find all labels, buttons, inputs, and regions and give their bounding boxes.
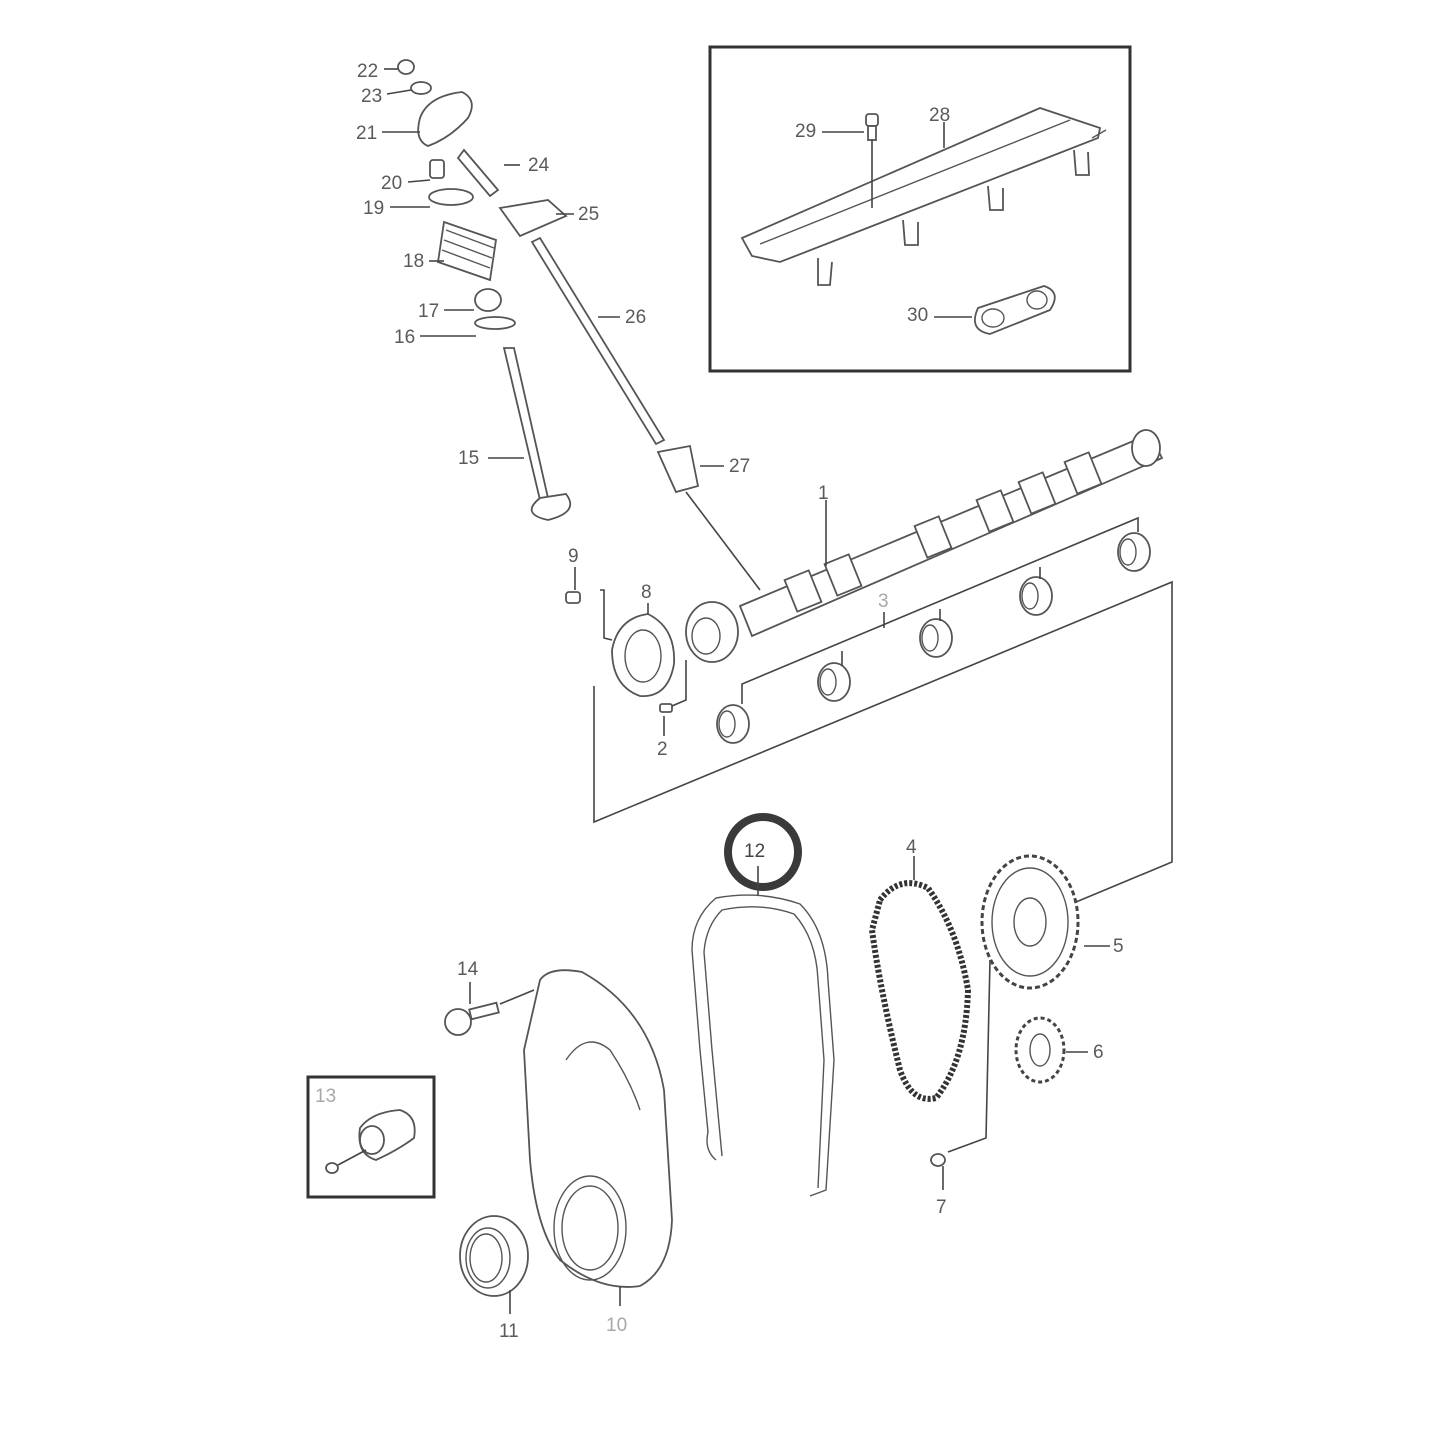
callout-29: 29	[795, 121, 817, 142]
highlighted-seal-ring	[724, 813, 802, 891]
callout-18: 18	[403, 251, 425, 272]
rocker-assembly-drawing	[397, 59, 761, 591]
callout-20: 20	[381, 173, 403, 194]
callout-7: 7	[936, 1197, 947, 1218]
callout-13: 13	[315, 1086, 337, 1107]
callout-15: 15	[458, 448, 480, 469]
callout-30: 30	[907, 305, 929, 326]
callout-24: 24	[528, 155, 550, 176]
callout-14: 14	[457, 959, 479, 980]
timing-cover-drawing	[523, 969, 673, 1288]
timing-chain-drawing	[868, 880, 972, 1102]
callout-8: 8	[641, 582, 652, 603]
callout-17: 17	[418, 301, 440, 322]
camshaft-bearings-drawing	[716, 532, 1151, 744]
callout-10: 10	[606, 1315, 628, 1336]
callout-4: 4	[906, 837, 917, 858]
callout-2: 2	[657, 739, 668, 760]
callout-25: 25	[578, 204, 600, 225]
crankshaft-sprocket-drawing	[1014, 1016, 1066, 1084]
callout-5: 5	[1113, 936, 1124, 957]
callout-6: 6	[1093, 1042, 1104, 1063]
callout-23: 23	[361, 86, 383, 107]
callout-26: 26	[625, 307, 647, 328]
callout-12: 12	[744, 841, 766, 862]
retainer-inset-box	[708, 45, 1132, 373]
callout-16: 16	[394, 327, 416, 348]
lifter-guide-drawing	[974, 285, 1056, 335]
timing-cover-gasket-drawing	[691, 894, 835, 1197]
callout-3: 3	[878, 591, 889, 612]
callout-27: 27	[729, 456, 751, 477]
callout-1: 1	[818, 483, 829, 504]
retainer-bolt-drawing	[865, 113, 879, 208]
callout-21: 21	[356, 123, 378, 144]
callout-9: 9	[568, 546, 579, 567]
callout-22: 22	[357, 61, 379, 82]
camshaft-drawing	[685, 429, 1164, 663]
camshaft-sprocket-drawing	[980, 854, 1080, 990]
front-oil-seal-drawing	[459, 1215, 529, 1297]
thrust-plate-drawing	[565, 591, 675, 713]
sensor-inset-box	[306, 1075, 436, 1199]
callout-28: 28	[929, 105, 951, 126]
timing-cover-bolt-drawing	[444, 1001, 500, 1036]
sensor-drawing	[325, 1109, 416, 1174]
lifter-guide-retainer-drawing	[740, 107, 1107, 286]
callout-19: 19	[363, 198, 385, 219]
callout-11: 11	[499, 1321, 519, 1342]
